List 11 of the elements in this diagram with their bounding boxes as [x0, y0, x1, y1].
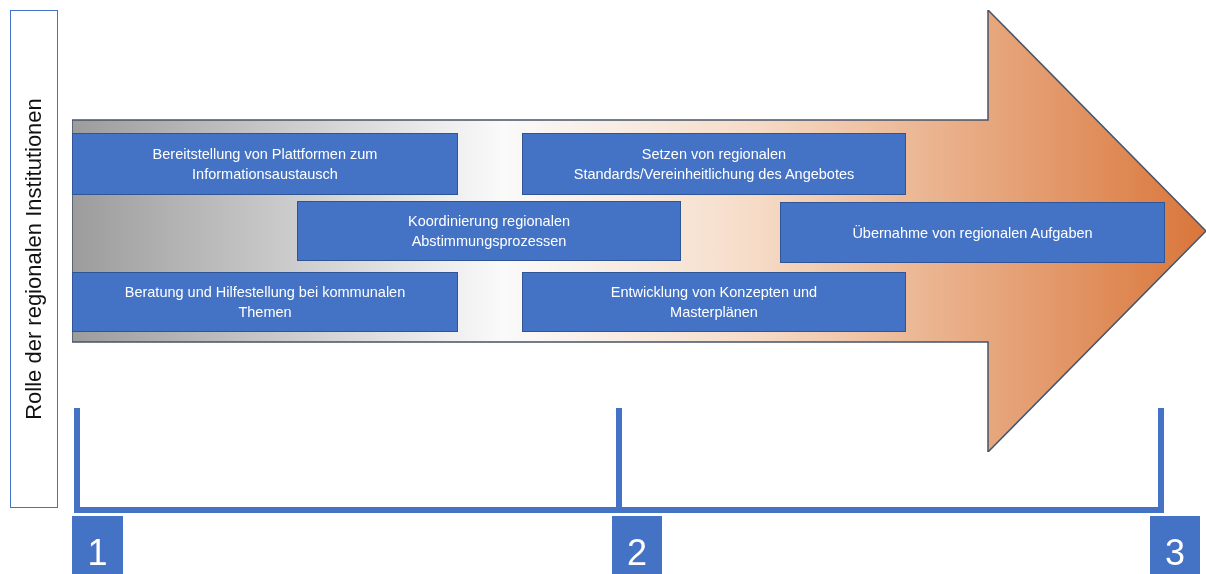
task-box: Setzen von regionalen Standards/Vereinheitlichung des Angebotes: [522, 133, 906, 195]
stage-number-badge: 1: [72, 516, 123, 574]
task-box: Beratung und Hilfestellung bei kommunalen Themen: [72, 272, 458, 332]
vertical-title-box: Rolle der regionalen Institutionen: [10, 10, 58, 508]
progress-arrow: [72, 10, 1206, 452]
stage-number-badge: 2: [612, 516, 662, 574]
task-box: Entwicklung von Konzepten und Masterplänen: [522, 272, 906, 332]
stage-number-badge: 3: [1150, 516, 1200, 574]
task-box: Koordinierung regionalen Abstimmungsprozessen: [297, 201, 681, 261]
task-box: Bereitstellung von Plattformen zum Informationsaustausch: [72, 133, 458, 195]
task-box: Übernahme von regionalen Aufgaben: [780, 202, 1165, 263]
